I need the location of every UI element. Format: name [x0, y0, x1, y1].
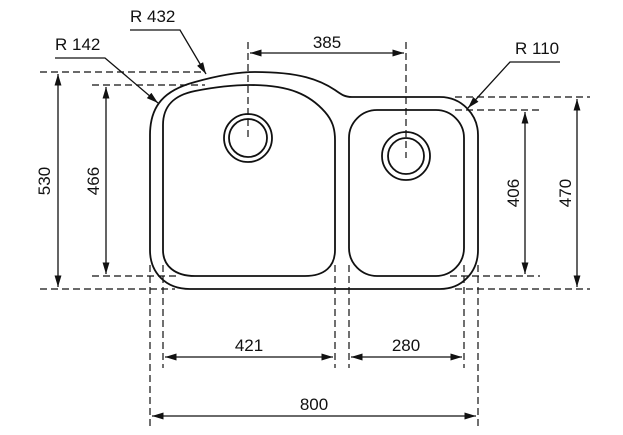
radius-top-arc-label: R 432 [130, 7, 175, 26]
large-bowl-depth-label: 466 [84, 167, 103, 195]
overall-width-label: 800 [300, 395, 328, 414]
r110-leader [467, 61, 560, 109]
small-bowl-width-label: 280 [392, 336, 420, 355]
small-bowl-depth-label: 406 [504, 179, 523, 207]
overall-depth-label: 530 [35, 167, 54, 195]
r142-leader [55, 57, 159, 104]
large-bowl-width-label: 421 [235, 336, 263, 355]
radius-right-corner-label: R 110 [515, 39, 559, 58]
drain-spacing-label: 385 [313, 33, 341, 52]
small-side-depth-label: 470 [556, 179, 575, 207]
sink-outer-outline [149, 71, 479, 290]
extension-lines [40, 42, 590, 428]
r432-leader [130, 29, 207, 75]
large-bowl-outline [162, 84, 336, 277]
radius-left-corner-label: R 142 [55, 35, 100, 54]
